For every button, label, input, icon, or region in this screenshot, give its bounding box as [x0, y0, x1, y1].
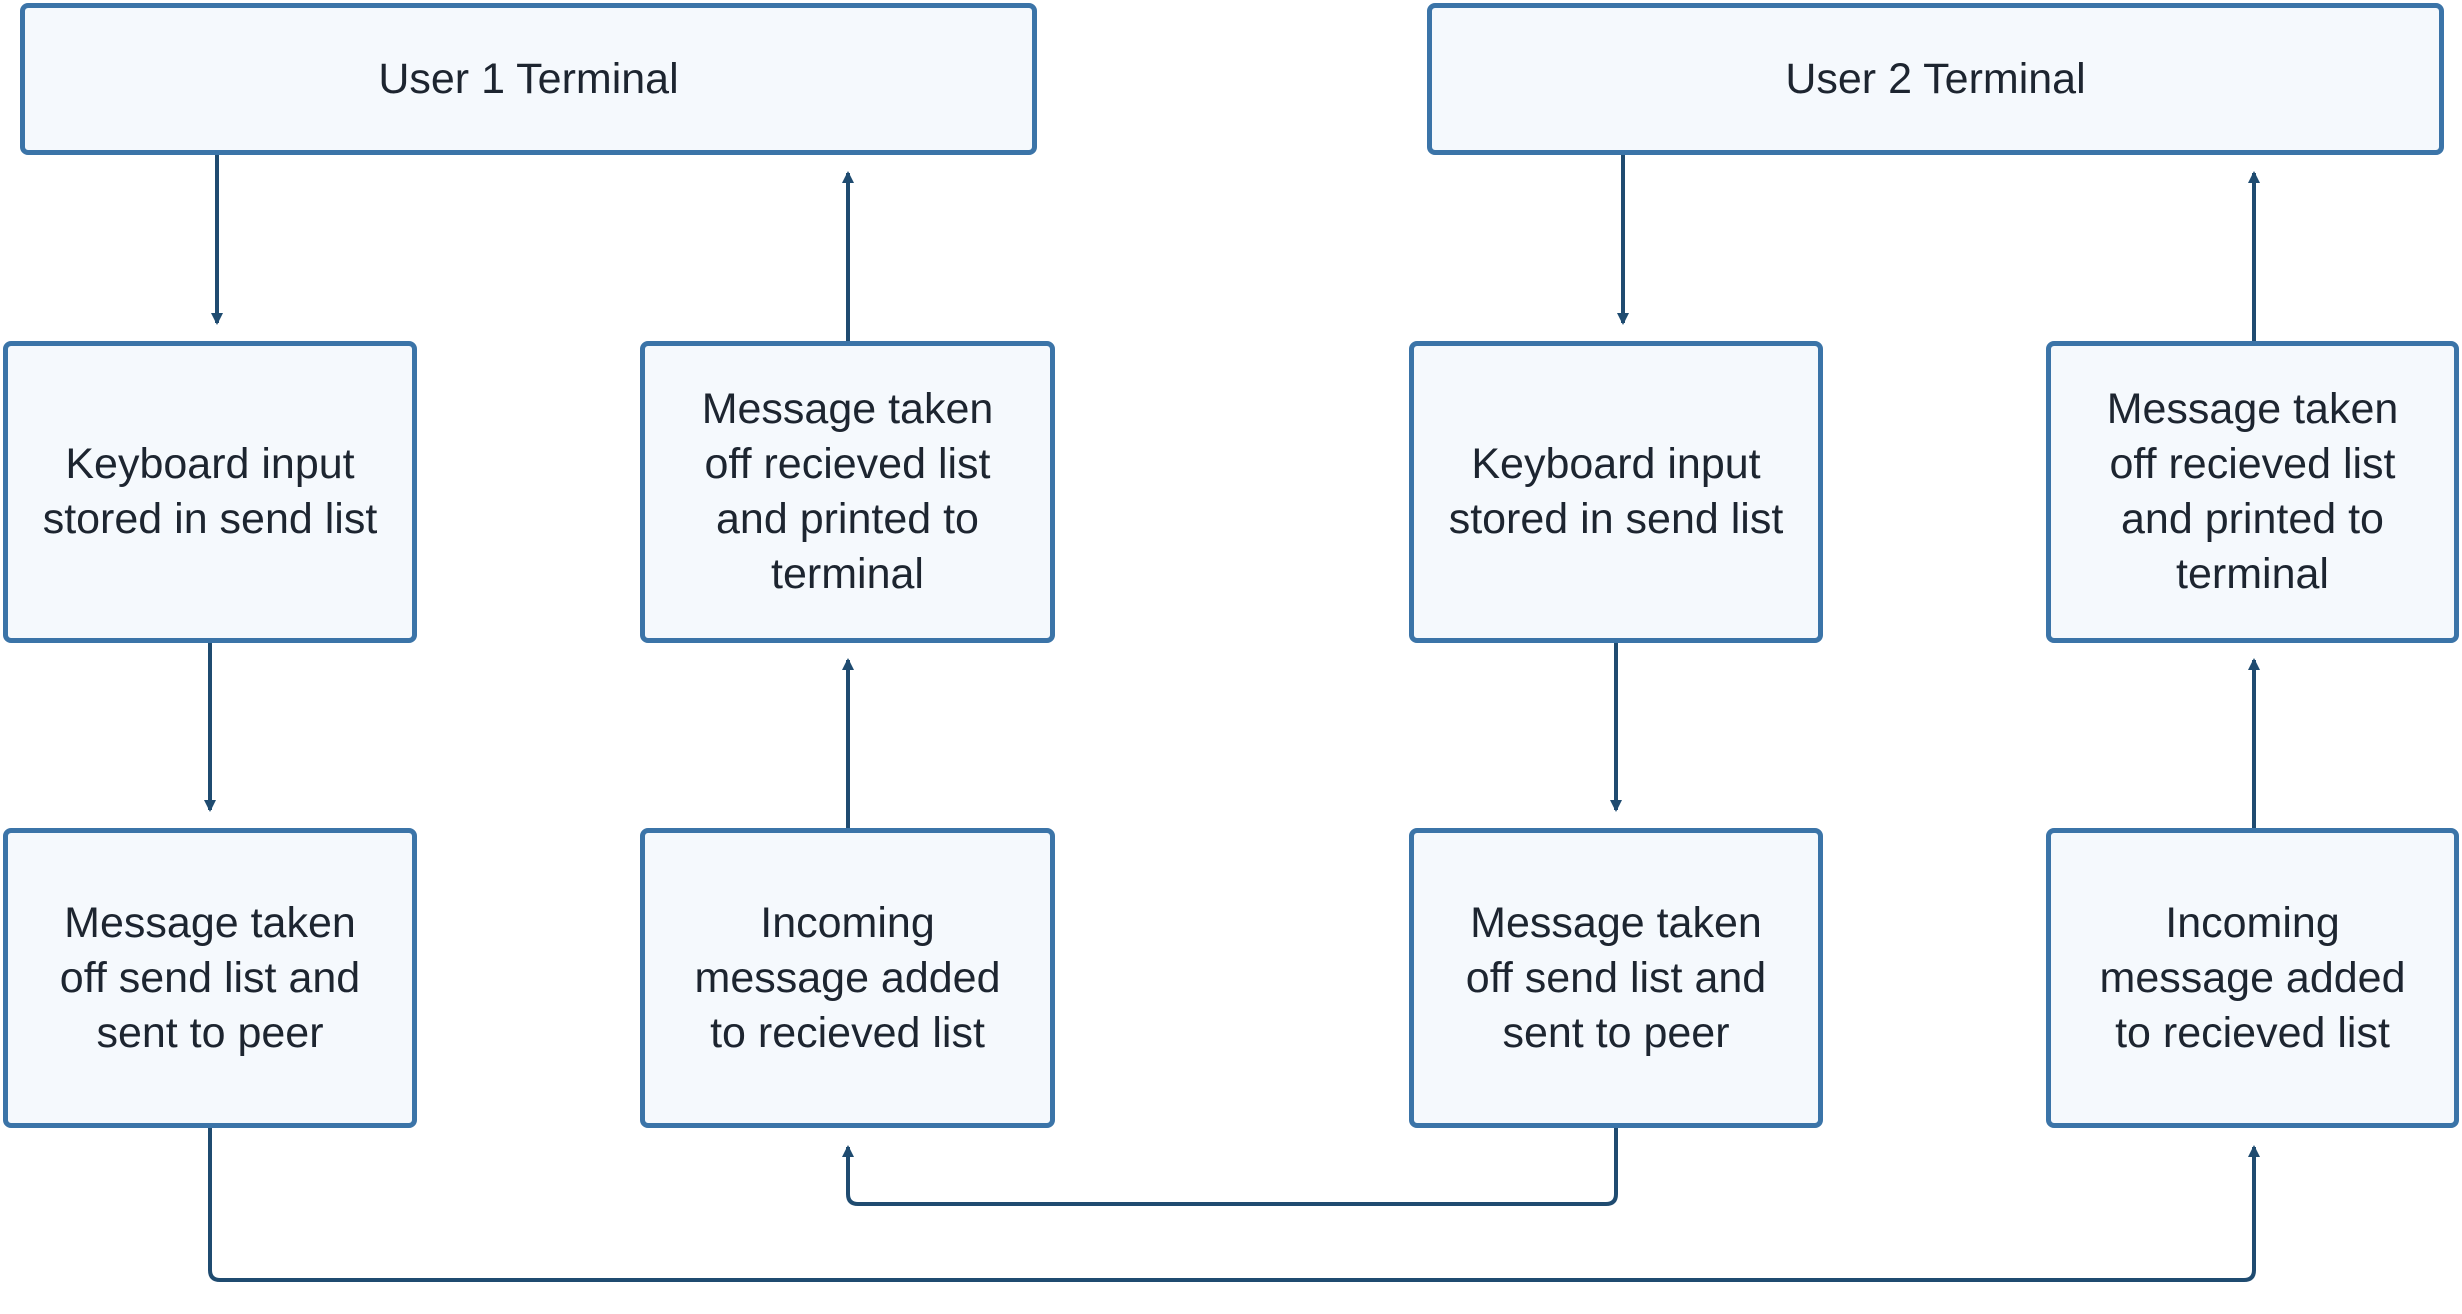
u1-incoming-added-box: Incoming message added to recieved list [640, 828, 1055, 1128]
u1-message-sent-box: Message taken off send list and sent to … [3, 828, 417, 1128]
u2-keyboard-input-box: Keyboard input stored in send list [1409, 341, 1823, 643]
u2-message-printed-box: Message taken off recieved list and prin… [2046, 341, 2459, 643]
user1-terminal-box: User 1 Terminal [20, 3, 1037, 155]
u2-incoming-added-box: Incoming message added to recieved list [2046, 828, 2459, 1128]
u1-keyboard-input-box: Keyboard input stored in send list [3, 341, 417, 643]
u1-message-printed-box: Message taken off recieved list and prin… [640, 341, 1055, 643]
u2-message-sent-box: Message taken off send list and sent to … [1409, 828, 1823, 1128]
edge-u2-message-sent-to-u1-incoming [842, 1128, 1618, 1206]
user2-terminal-box: User 2 Terminal [1427, 3, 2444, 155]
edge-u1-message-sent-to-u2-incoming [208, 1128, 2260, 1282]
